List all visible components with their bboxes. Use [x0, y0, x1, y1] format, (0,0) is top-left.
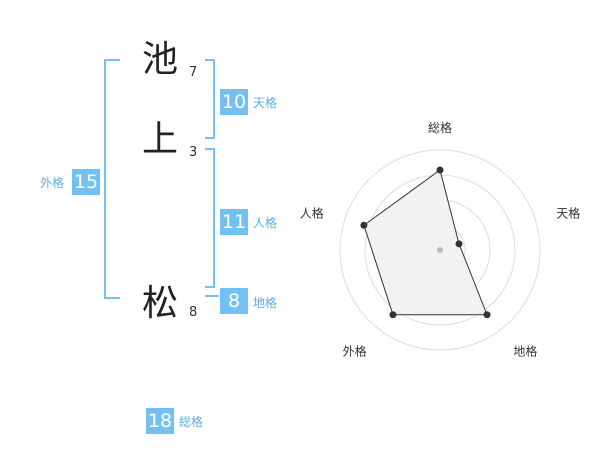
tenkaku-bracket — [205, 59, 215, 139]
chikaku-connector — [205, 295, 219, 297]
stroke-count-1: 7 — [189, 65, 198, 80]
jinkaku-bracket — [205, 148, 215, 288]
soukaku-score: 18 — [146, 408, 174, 434]
gaikaku-label: 外格 — [40, 176, 65, 190]
radar-axis-label-5: 人格 — [300, 206, 324, 221]
radar-series-area — [363, 169, 488, 316]
name-char-2: 上 — [142, 119, 179, 160]
stroke-count-3: 8 — [189, 305, 198, 320]
radar-axis-label-3: 地格 — [513, 343, 537, 358]
gaikaku-score: 15 — [72, 169, 100, 195]
radar-point-5 — [360, 221, 368, 229]
radar-center-dot — [437, 247, 443, 253]
tenkaku-label: 天格 — [253, 96, 278, 110]
radar-axis-label-4: 外格 — [343, 343, 367, 358]
stroke-count-2: 3 — [189, 145, 198, 160]
gaikaku-bracket — [104, 59, 120, 299]
soukaku-label: 総格 — [179, 415, 204, 429]
radar-ring — [339, 149, 541, 351]
chikaku-score: 8 — [220, 288, 248, 314]
radar-point-2 — [455, 240, 463, 248]
radar-point-1 — [436, 166, 444, 174]
chikaku-label: 地格 — [253, 296, 278, 310]
tenkaku-score: 10 — [220, 89, 248, 115]
radar-point-4 — [389, 311, 397, 319]
radar-point-3 — [483, 311, 491, 319]
jinkaku-label: 人格 — [253, 216, 278, 230]
name-char-1: 池 — [142, 39, 179, 80]
jinkaku-score: 11 — [220, 209, 248, 235]
name-char-3: 松 — [142, 283, 179, 324]
radar-axis-label-2: 天格 — [556, 206, 580, 221]
radar-axis-label-1: 総格 — [428, 120, 452, 135]
